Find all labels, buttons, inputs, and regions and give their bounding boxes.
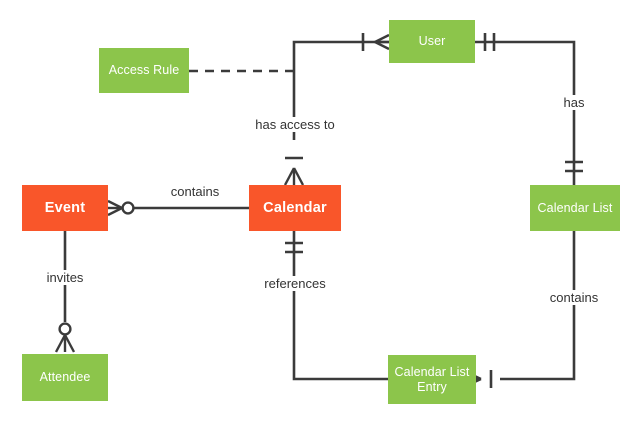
- entity-label: Attendee: [39, 370, 91, 384]
- cardinality-one-and-only-one-calendar-list: [565, 160, 583, 173]
- relationship-label-contains-list-entry: contains: [547, 290, 601, 305]
- cardinality-crowsfoot-event: [107, 199, 123, 217]
- entity-calendar-list-entry[interactable]: Calendar List Entry: [388, 355, 476, 404]
- relationship-label-contains-event-calendar: contains: [168, 184, 222, 199]
- entity-user[interactable]: User: [389, 20, 475, 63]
- connector-user-has-calendar-list: [475, 33, 583, 185]
- connector-event-contains-calendar: [107, 199, 249, 217]
- relationship-label-references: references: [262, 276, 328, 291]
- entity-label: Calendar: [263, 199, 327, 216]
- connector-calendar-references-entry: [285, 231, 388, 381]
- entity-calendar[interactable]: Calendar: [249, 185, 341, 231]
- entity-event[interactable]: Event: [22, 185, 108, 231]
- relationship-label-has: has: [561, 95, 587, 110]
- connector-user-has-access-to-calendar: [283, 33, 390, 186]
- label-text: invites: [46, 270, 84, 285]
- entity-attendee[interactable]: Attendee: [22, 354, 108, 401]
- label-text: references: [264, 276, 326, 291]
- cardinality-crowsfoot-user: [374, 33, 390, 51]
- entity-calendar-list[interactable]: Calendar List: [530, 185, 620, 231]
- entity-label: Calendar List Entry: [394, 364, 470, 394]
- label-text: has access to: [255, 117, 335, 132]
- connector-event-invites-attendee: [54, 231, 76, 353]
- cardinality-crowsfoot-attendee: [54, 334, 76, 353]
- entity-access-rule[interactable]: Access Rule: [99, 48, 189, 93]
- cardinality-crowsfoot-calendar-top: [283, 167, 305, 186]
- cardinality-one-and-only-one-calendar-bottom: [285, 241, 303, 254]
- label-text: contains: [170, 184, 220, 199]
- label-text: contains: [549, 290, 599, 305]
- entity-label: User: [418, 34, 446, 48]
- connector-calendar-list-contains-entry: [465, 231, 576, 388]
- entity-label: Calendar List: [537, 200, 613, 215]
- relationship-label-invites: invites: [44, 270, 86, 285]
- entity-label: Event: [44, 199, 86, 216]
- entity-label: Access Rule: [108, 63, 180, 77]
- cardinality-zero-circle: [121, 201, 135, 215]
- relationship-label-has-access-to: has access to: [253, 117, 337, 132]
- cardinality-zero-circle: [58, 322, 72, 336]
- cardinality-one-and-only-one-user: [483, 33, 496, 51]
- label-text: has: [563, 95, 585, 110]
